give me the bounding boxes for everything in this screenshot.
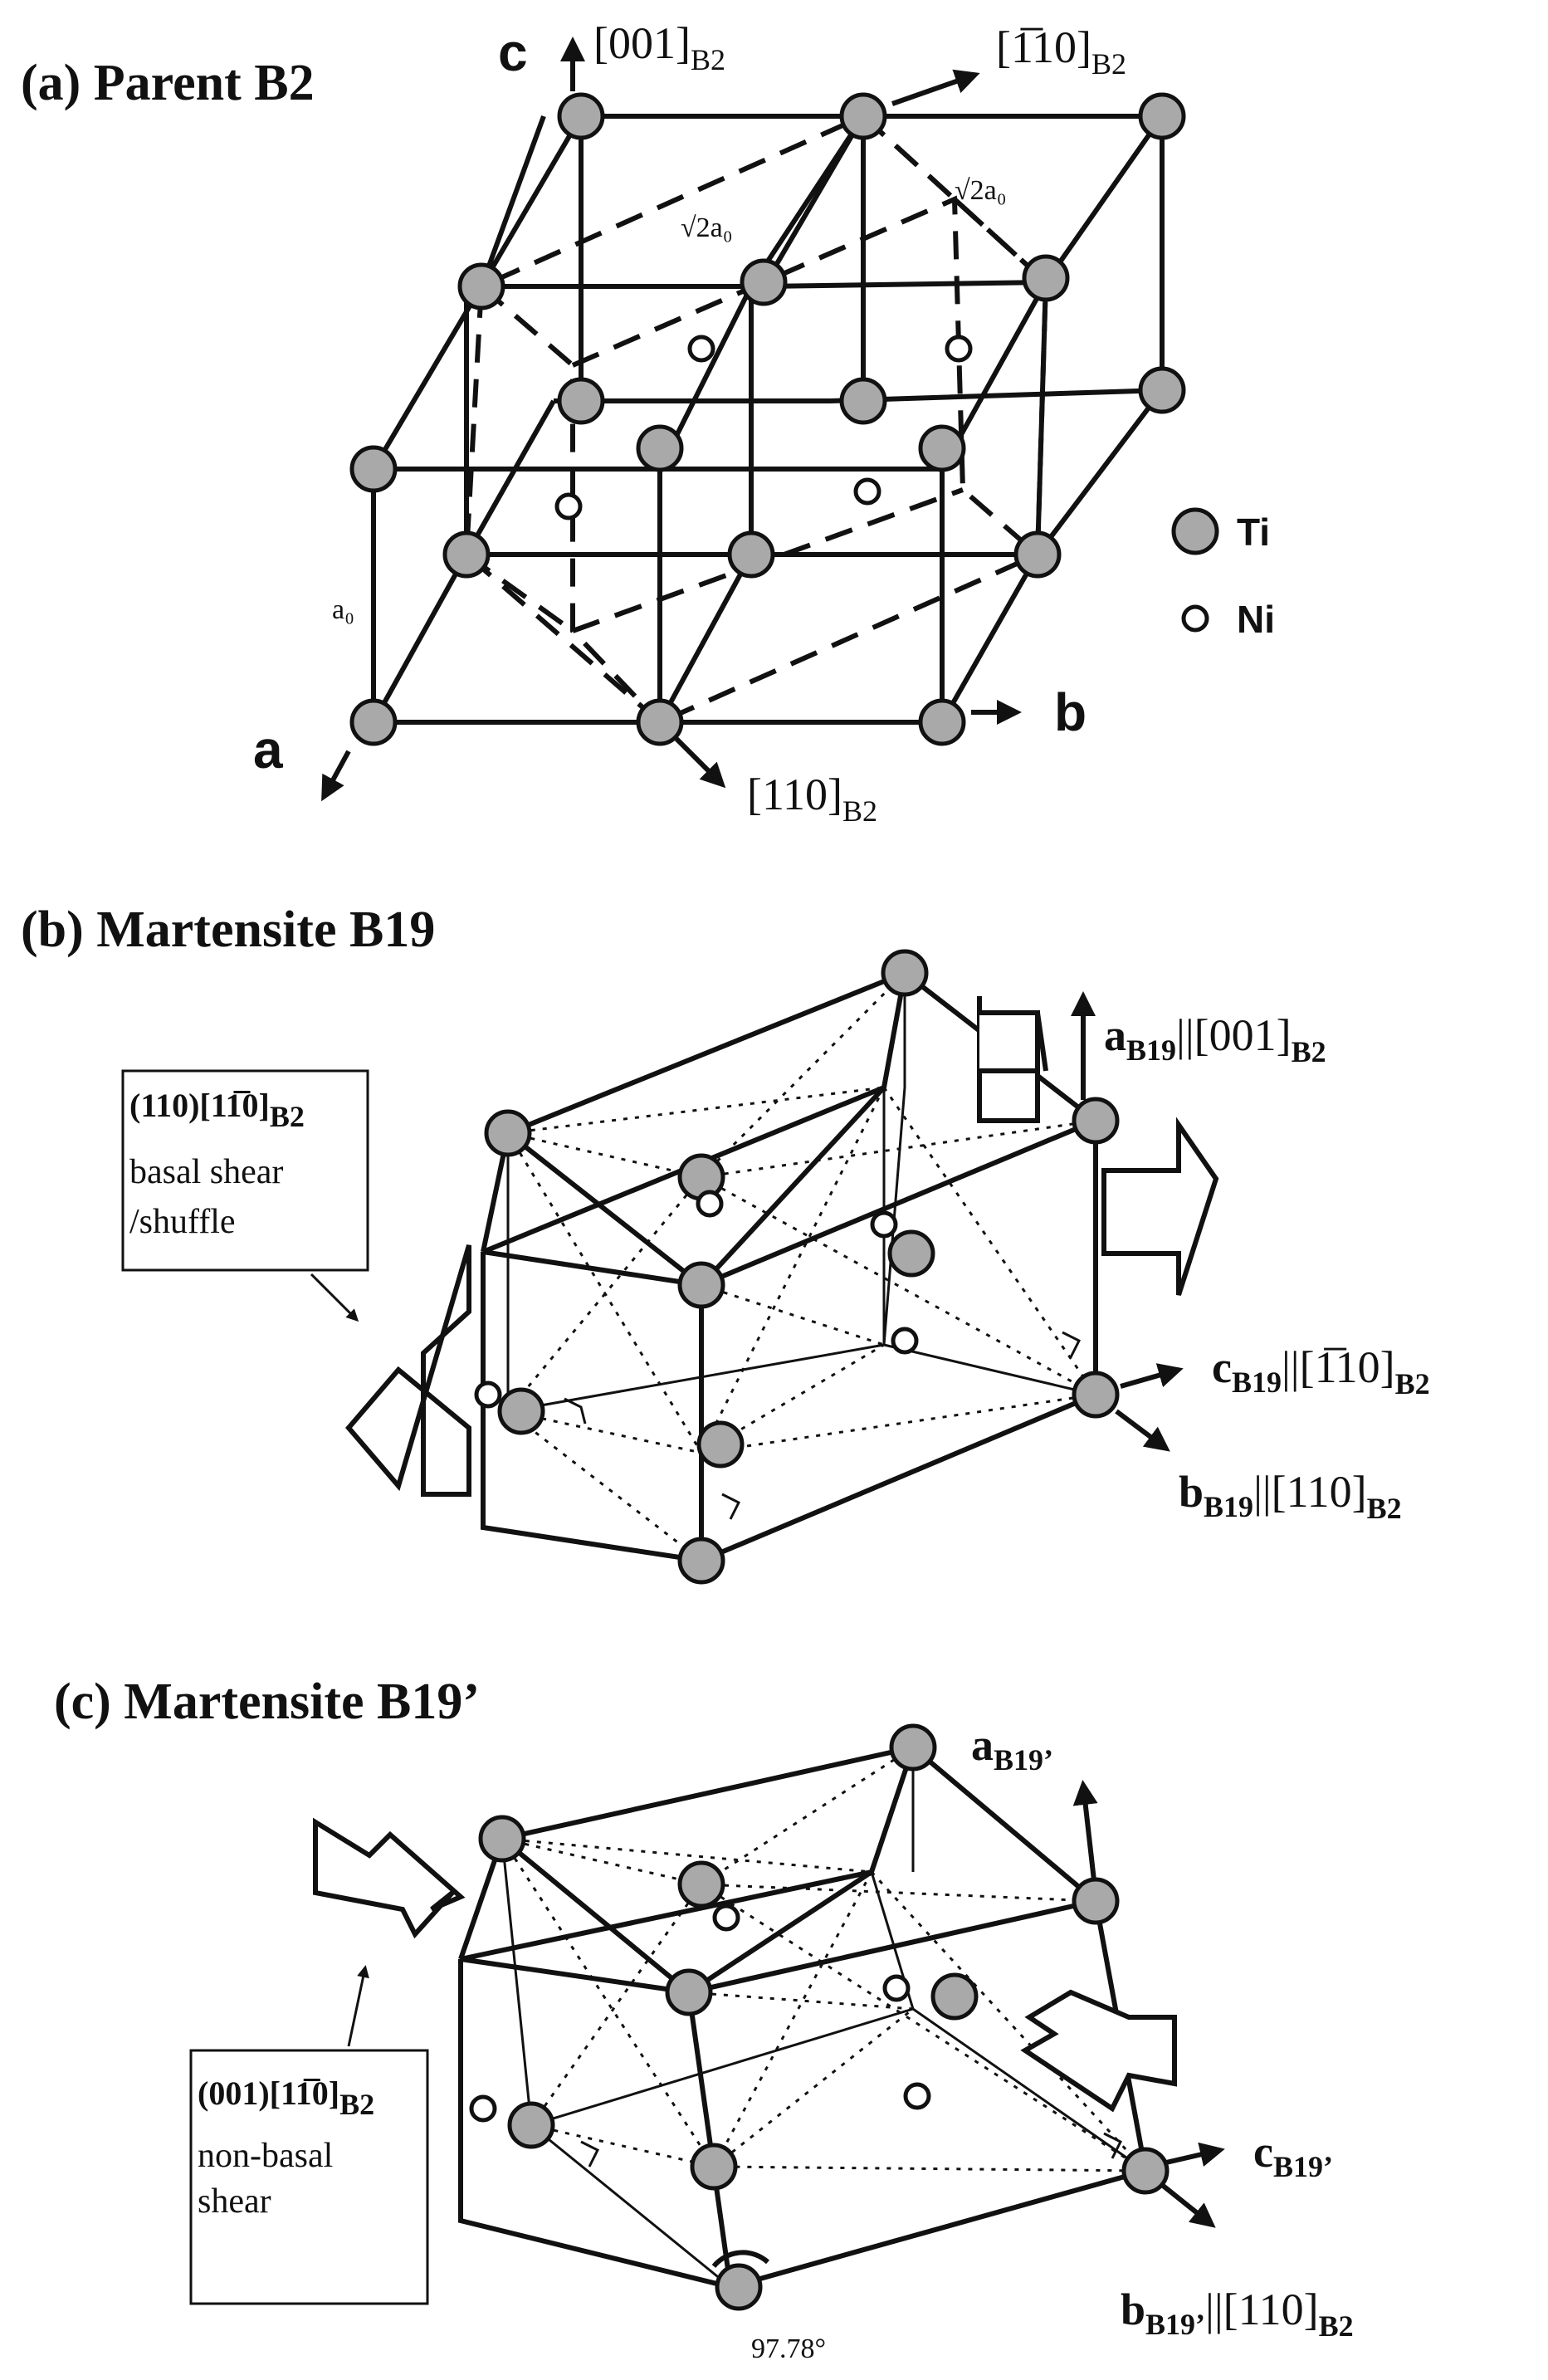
axis-b-label: b: [1054, 682, 1087, 742]
panel-c-martensite-b19-prime: (c) Martensite B19’: [54, 1674, 1354, 2364]
ti-atom: [930, 1972, 979, 2021]
ti-atom: [497, 1387, 545, 1435]
panel-a-axes: [321, 37, 1022, 802]
ti-atom: [1013, 530, 1062, 579]
ni-atom: [474, 1381, 502, 1409]
axis-a-label: a: [253, 720, 283, 779]
panel-b-title: (b) Martensite B19: [21, 902, 435, 958]
dir-001-label: [001]B2: [593, 18, 725, 76]
ti-atom: [715, 2263, 763, 2311]
ti-atom: [727, 530, 775, 579]
ti-atom: [557, 377, 605, 425]
ni-atom: [882, 1974, 911, 2002]
sqrt2-label-left: √2a₀: [681, 213, 733, 243]
panel-c-ti-atoms: [478, 1723, 1170, 2311]
ti-atom: [1121, 2147, 1170, 2195]
panel-b-ti-atoms: [484, 949, 1120, 1585]
ni-atom: [853, 477, 881, 506]
dir-m110-label: [1̅10]B2: [996, 22, 1126, 81]
ti-atom: [1022, 254, 1070, 302]
ti-atom: [677, 1261, 725, 1309]
panel-a-ti-atoms: [349, 92, 1186, 746]
ti-atom: [918, 698, 966, 746]
ti-atom: [457, 262, 505, 310]
sqrt2-label-right: √2a₀: [955, 175, 1007, 206]
shear-label-box: [189, 2049, 429, 2305]
box-plane-direction: (001)[11̅0]B2: [198, 2075, 374, 2121]
ti-atom: [636, 424, 684, 472]
ti-atom: [1072, 1097, 1120, 1145]
angle-label: 97.78°: [751, 2334, 826, 2364]
ti-atom: [881, 949, 929, 997]
ti-atom: [696, 1420, 745, 1469]
panel-a-lattice: [371, 113, 1165, 726]
legend-ti-label: Ti: [1237, 511, 1270, 554]
a0-label: a₀: [332, 594, 354, 625]
legend-ti-swatch: [1171, 507, 1219, 555]
ti-atom: [1072, 1877, 1120, 1925]
ni-atom: [554, 492, 583, 520]
ti-atom: [349, 698, 398, 746]
ti-atom: [1138, 92, 1186, 140]
ti-atom: [839, 377, 887, 425]
ni-atom: [696, 1190, 724, 1218]
box-plane-direction: (110)[11̅0]B2: [129, 1087, 305, 1133]
ti-atom: [889, 1723, 937, 1772]
ti-atom: [507, 2101, 555, 2149]
panel-c-shear-arrows: [313, 1817, 1177, 2113]
shear-label-box: [121, 1069, 369, 1272]
ti-atom: [690, 2143, 738, 2191]
box-line-2: basal shear: [129, 1153, 283, 1191]
ni-atom: [469, 2094, 497, 2123]
ti-atom: [478, 1815, 526, 1863]
panel-a-parent-b2: (a) Parent B2: [21, 18, 1275, 828]
dir-110-label: [110]B2: [747, 770, 877, 828]
b19p-c-axis-label: cB19’: [1253, 2127, 1333, 2183]
legend-ni-label: Ni: [1237, 598, 1275, 641]
panel-b-martensite-b19: (b) Martensite B19: [21, 902, 1430, 1585]
b19-a-axis-label: aB19||[001]B2: [1104, 1010, 1326, 1068]
ti-atom: [1072, 1371, 1120, 1419]
box-line-3: shear: [198, 2182, 271, 2221]
panel-c-shear-box: (001)[11̅0]B2 non-basal shear: [189, 1965, 429, 2305]
b19p-b-axis-label: bB19’||[110]B2: [1121, 2285, 1354, 2343]
ti-atom: [887, 1229, 935, 1278]
b19-c-axis-label: cB19||[1̅10]B2: [1212, 1342, 1430, 1400]
ni-atom: [687, 335, 715, 363]
ti-atom: [677, 1537, 725, 1585]
legend-ni-swatch: [1181, 604, 1209, 633]
ti-atom: [484, 1109, 532, 1157]
axis-c-label: c: [498, 22, 528, 82]
ti-atom: [918, 424, 966, 472]
panel-a-ni-atoms: [554, 335, 973, 520]
ni-atom: [870, 1210, 898, 1239]
panel-b-axes: [1071, 991, 1184, 1452]
ti-atom: [839, 92, 887, 140]
box-line-2: non-basal: [198, 2137, 333, 2175]
ni-atom: [945, 335, 973, 363]
panel-b-shear-arrows: [345, 996, 1219, 1497]
ni-atom: [712, 1904, 740, 1932]
ti-atom: [665, 1968, 713, 2016]
ti-atom: [442, 530, 491, 579]
ti-atom: [636, 698, 684, 746]
ti-atom: [1138, 366, 1186, 414]
panel-c-axes: [1072, 1780, 1225, 2228]
panel-b-ni-atoms: [474, 1190, 919, 1409]
box-line-3: /shuffle: [129, 1203, 236, 1241]
b19p-a-axis-label: aB19’: [971, 1720, 1053, 1776]
ni-atom: [891, 1327, 919, 1355]
b19-b-axis-label: bB19||[110]B2: [1179, 1467, 1402, 1525]
ti-atom: [740, 258, 788, 306]
panel-a-title: (a) Parent B2: [21, 55, 315, 111]
ti-atom: [677, 1860, 725, 1908]
panel-c-ni-atoms: [469, 1904, 931, 2123]
ti-atom: [349, 445, 398, 493]
ni-atom: [903, 2082, 931, 2110]
panel-b-shear-box: (110)[11̅0]B2 basal shear /shuffle: [121, 1069, 369, 1322]
ti-atom: [557, 92, 605, 140]
panel-c-title: (c) Martensite B19’: [54, 1674, 480, 1730]
legend: Ti Ni: [1171, 507, 1275, 641]
